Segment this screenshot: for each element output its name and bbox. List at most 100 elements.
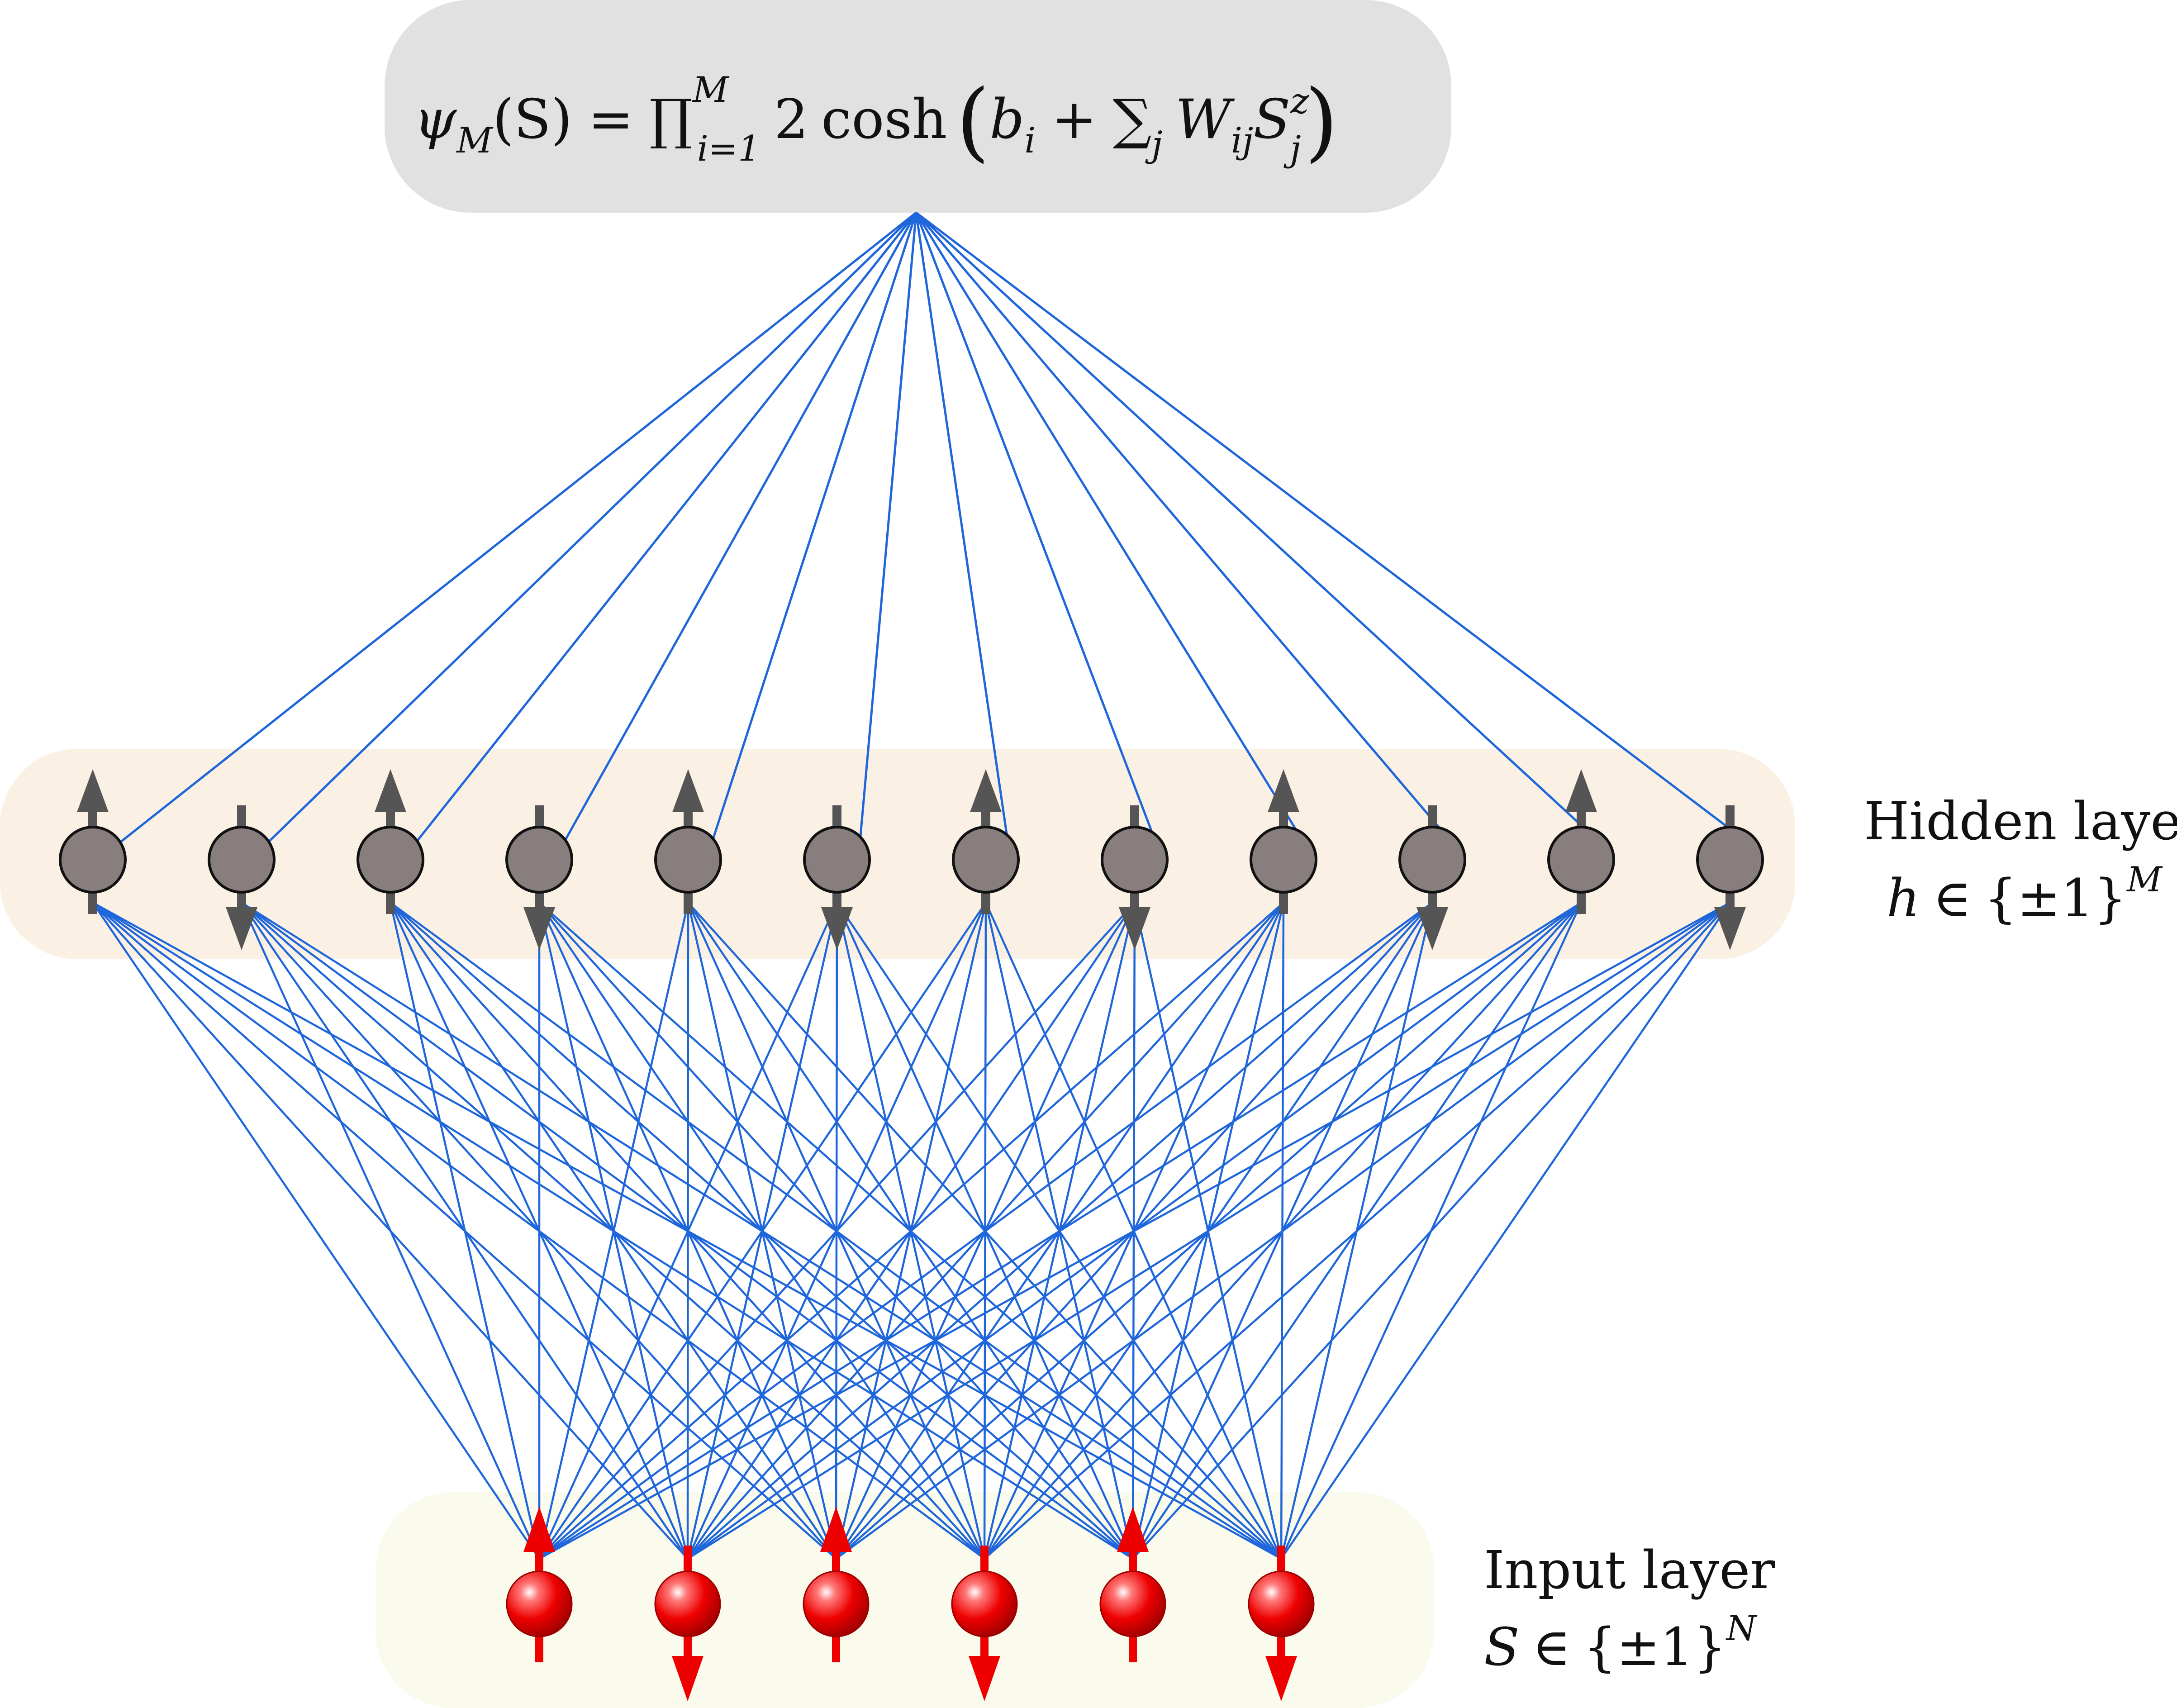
input-layer-in: ∈: [1532, 1617, 1571, 1678]
formula-plus: +: [1051, 88, 1097, 151]
hidden-neuron: [1696, 826, 1764, 894]
hidden-neuron: [59, 826, 127, 894]
hidden-unit: [208, 805, 276, 950]
input-neuron: [1248, 1570, 1315, 1637]
input-layer-band: [376, 1492, 1434, 1708]
formula-equals: =: [588, 88, 634, 151]
hidden-unit: [1696, 805, 1764, 950]
hidden-unit: [505, 805, 573, 950]
formula-arg: (S): [493, 88, 572, 151]
output-edge: [263, 212, 917, 847]
weight-edge: [538, 902, 987, 1560]
input-hidden-edges: [92, 902, 1731, 1560]
weight-edge: [835, 902, 1731, 1560]
output-edge: [114, 212, 917, 847]
hidden-unit: [1250, 769, 1317, 914]
hidden-unit: [59, 769, 127, 914]
arrow-head-up: [1565, 769, 1597, 812]
arrow-head-up: [1268, 769, 1299, 812]
weight-edge: [240, 902, 541, 1559]
arrow-head-down: [1416, 907, 1448, 950]
output-edge: [412, 212, 917, 847]
input-layer-domain: S∈{±1}N: [1484, 1608, 1758, 1678]
input-neuron: [506, 1570, 573, 1637]
hidden-unit: [952, 769, 1020, 914]
arrow-head-up: [77, 769, 109, 812]
formula-product: ∏: [649, 88, 693, 151]
arrow-head-up: [375, 769, 406, 812]
output-edge: [709, 212, 917, 847]
formula-psi-sub: M: [456, 120, 494, 161]
arrow-head-down: [1265, 1656, 1297, 1701]
hidden-layer-var: h: [1887, 868, 1920, 929]
input-unit: [654, 1546, 721, 1701]
formula-bias-sub: i: [1024, 120, 1036, 161]
arrow-head-down: [226, 907, 257, 950]
input-unit: [803, 1507, 870, 1662]
hidden-layer-sup: M: [2126, 859, 2163, 899]
formula-psi: ψ: [414, 88, 457, 151]
output-edge: [915, 212, 1456, 847]
input-unit: [951, 1546, 1018, 1701]
formula-cosh: cosh: [821, 88, 947, 151]
input-unit: [506, 1507, 573, 1662]
input-neuron: [654, 1570, 721, 1637]
formula-weight: W: [1175, 88, 1235, 151]
output-edge: [915, 212, 1605, 847]
output-edge: [915, 212, 1754, 847]
formula-lparen: (: [956, 71, 989, 171]
weight-edge: [538, 902, 1284, 1560]
formula-box: [385, 0, 1451, 213]
formula-spin-sup: z: [1290, 81, 1309, 122]
arrow-head-down: [821, 907, 853, 950]
input-neuron: [1099, 1570, 1166, 1637]
weight-edge: [1280, 902, 1731, 1560]
hidden-layer-set: {±1}: [1984, 868, 2127, 929]
weight-edge: [538, 902, 1731, 1560]
hidden-neuron: [1398, 826, 1466, 894]
output-edge: [561, 212, 917, 847]
hidden-neuron: [1250, 826, 1317, 894]
weight-edge: [538, 902, 689, 1559]
weight-edge: [984, 902, 1731, 1560]
weight-edge: [538, 902, 1582, 1560]
hidden-neuron: [803, 826, 871, 894]
weight-edge: [1132, 902, 1731, 1560]
input-layer-title: Input layer: [1484, 1540, 1775, 1601]
hidden-neuron: [1547, 826, 1615, 894]
input-layer-var: S: [1484, 1617, 1520, 1678]
formula-rparen: ): [1305, 71, 1338, 171]
hidden-neuron: [654, 826, 722, 894]
weight-edge: [538, 902, 1433, 1560]
hidden-unit: [1398, 805, 1466, 950]
hidden-layer-title: Hidden layer: [1864, 791, 2177, 852]
arrow-head-down: [672, 1656, 703, 1701]
hidden-neuron: [356, 826, 424, 894]
formula-prod-sub: i=1: [697, 128, 761, 169]
arrow-head-down: [1119, 907, 1150, 950]
formula-prod-sup: M: [692, 70, 730, 110]
arrow-head-up: [970, 769, 1002, 812]
arrow-head-up: [820, 1507, 852, 1552]
weight-edge: [687, 902, 1731, 1560]
output-edges: [114, 212, 1754, 847]
arrow-head-down: [523, 907, 555, 950]
formula-coef: 2: [774, 88, 808, 151]
hidden-unit: [654, 769, 722, 914]
hidden-layer-in: ∈: [1933, 868, 1971, 929]
output-edge: [858, 212, 917, 847]
formula-sum: ∑: [1113, 88, 1152, 151]
output-edge: [915, 212, 1159, 847]
weight-edge: [92, 902, 540, 1560]
arrow-head-up: [672, 769, 704, 812]
hidden-unit: [803, 805, 871, 950]
input-neuron: [951, 1570, 1018, 1637]
input-unit: [1248, 1546, 1315, 1701]
arrow-head-up: [523, 1507, 555, 1552]
input-units: [506, 1507, 1315, 1701]
hidden-neuron: [952, 826, 1020, 894]
input-neuron: [803, 1570, 870, 1637]
input-layer-set: {±1}: [1583, 1617, 1726, 1678]
